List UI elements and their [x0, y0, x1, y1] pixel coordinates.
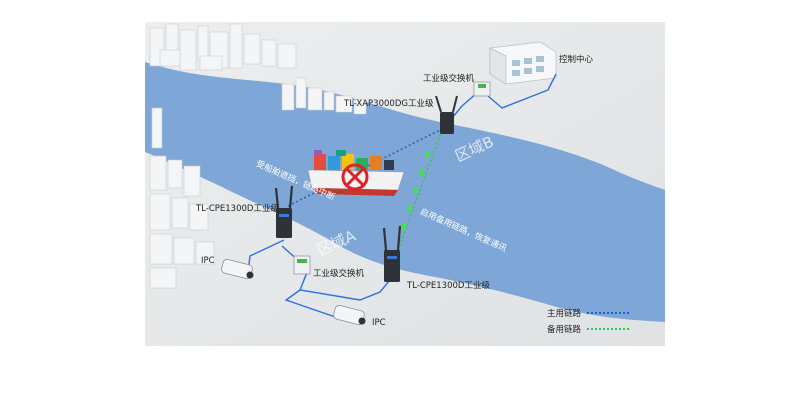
control-center-label: 控制中心: [559, 55, 594, 65]
legend-backup: 备用链路: [547, 323, 630, 335]
cpe-right: [382, 225, 402, 282]
ap-top-label: TL-XAP3000DG工业级: [344, 99, 434, 109]
ipc-camera-bottom: [333, 305, 366, 325]
ap-xap3000dg: [435, 95, 458, 134]
cable-switch-to-ap: [451, 91, 479, 119]
industrial-switch-top: [473, 81, 491, 97]
legend-primary-line: [587, 312, 630, 314]
legend-primary: 主用链路: [547, 307, 630, 319]
industrial-switch-bottom: [293, 255, 311, 275]
city-top-left: [149, 23, 297, 71]
legend-backup-line: [587, 328, 630, 330]
city-left-bank: [149, 107, 215, 289]
ipc-camera-top: [221, 259, 254, 279]
link-failure-icon: [341, 163, 369, 191]
legend-primary-label: 主用链路: [547, 309, 582, 319]
switch-bottom-label: 工业级交换机: [313, 269, 365, 279]
legend-backup-label: 备用链路: [547, 325, 582, 335]
cable-switch-to-cpe-right: [299, 269, 391, 301]
river: [145, 62, 665, 322]
control-center-building: [489, 41, 557, 85]
cpe-left: [274, 185, 294, 238]
city-middle: [281, 77, 367, 115]
ipc-top-label: IPC: [201, 256, 215, 266]
backup-link-line: [397, 129, 443, 251]
ipc-bottom-label: IPC: [372, 318, 386, 328]
cpe-right-label: TL-CPE1300D工业级: [407, 281, 490, 291]
backup-link-nodes: [401, 152, 430, 229]
cable-switch-to-control: [487, 73, 557, 109]
switch-top-label: 工业级交换机: [423, 74, 475, 84]
cable-switch-to-ipc-bottom: [284, 289, 345, 321]
cpe-left-label: TL-CPE1300D工业级: [196, 204, 279, 214]
